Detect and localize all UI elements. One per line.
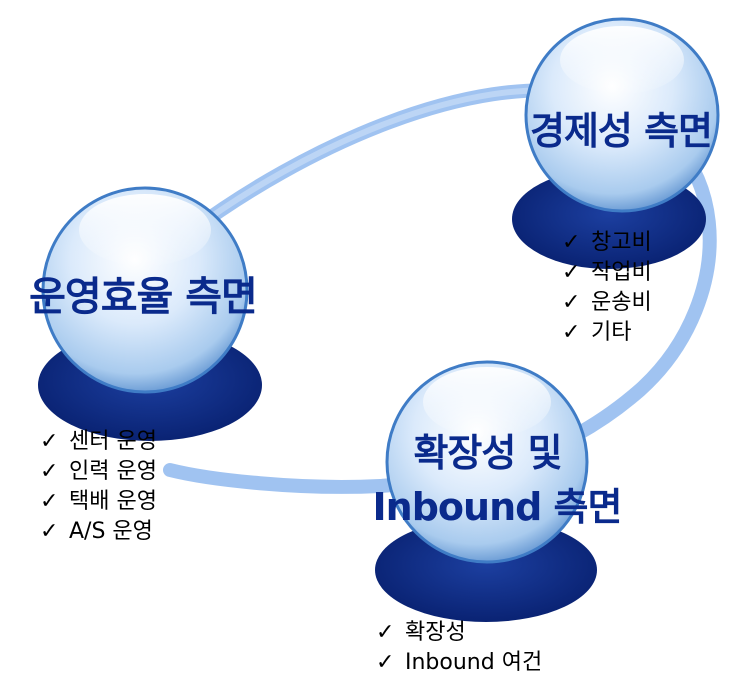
list-item: ✓ 확장성: [376, 618, 542, 648]
list-item: ✓ 운송비: [562, 288, 652, 318]
list-item: ✓ 인력 운영: [40, 457, 157, 487]
economy-items: ✓ 창고비 ✓ 작업비 ✓ 운송비 ✓ 기타: [562, 228, 652, 348]
expansion-gloss: [423, 367, 551, 437]
list-item: ✓ Inbound 여건: [376, 648, 542, 678]
economy-node: [512, 17, 720, 269]
check-icon: ✓: [376, 620, 395, 645]
list-item: ✓ 창고비: [562, 228, 652, 258]
check-icon: ✓: [40, 489, 59, 514]
list-item: ✓ A/S 운영: [40, 517, 157, 547]
check-icon: ✓: [562, 230, 581, 255]
operation-gloss: [79, 194, 211, 266]
check-icon: ✓: [562, 260, 581, 285]
check-icon: ✓: [562, 320, 581, 345]
check-icon: ✓: [40, 459, 59, 484]
list-item: ✓ 기타: [562, 318, 652, 348]
expansion-node: [375, 360, 597, 622]
operation-node: [38, 186, 262, 441]
list-item: ✓ 작업비: [562, 258, 652, 288]
operation-items: ✓ 센터 운영 ✓ 인력 운영 ✓ 택배 운영 ✓ A/S 운영: [40, 427, 157, 547]
expansion-title-line2: Inbound 측면: [372, 485, 623, 529]
expansion-title-line1: 확장성 및: [413, 431, 562, 475]
list-item: ✓ 센터 운영: [40, 427, 157, 457]
expansion-items: ✓ 확장성 ✓ Inbound 여건: [376, 618, 542, 678]
check-icon: ✓: [40, 519, 59, 544]
economy-title: 경제성 측면: [529, 109, 713, 153]
check-icon: ✓: [40, 429, 59, 454]
operation-title: 운영효율 측면: [29, 274, 258, 320]
check-icon: ✓: [562, 290, 581, 315]
economy-gloss: [560, 26, 684, 94]
list-item: ✓ 택배 운영: [40, 487, 157, 517]
check-icon: ✓: [376, 650, 395, 675]
